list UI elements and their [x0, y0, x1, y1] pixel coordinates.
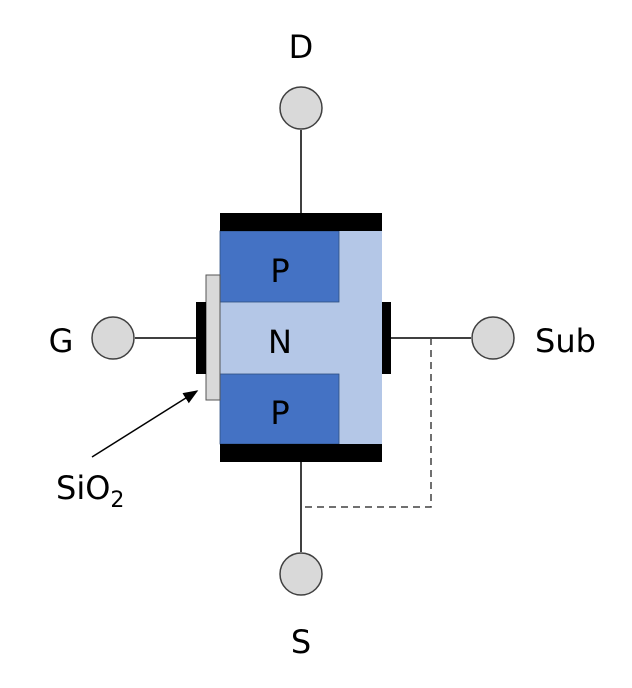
substrate-source-dashed-link [301, 338, 432, 508]
source-contact [220, 444, 382, 462]
oxide-layer [205, 274, 221, 401]
oxide-pointer-arrow [91, 390, 199, 458]
p-region-top-label: P [270, 252, 289, 290]
source-terminal [279, 552, 323, 596]
p-region-top [219, 230, 340, 303]
source-label: S [291, 623, 311, 661]
gate-terminal [91, 316, 135, 360]
p-region-bottom [219, 373, 340, 445]
gate-contact [196, 302, 206, 374]
oxide-label: SiO2 [56, 469, 124, 513]
substrate-contact [382, 302, 391, 374]
substrate-label: Sub [535, 322, 596, 360]
n-region-label: N [268, 323, 292, 361]
substrate-terminal [471, 316, 515, 360]
drain-terminal [279, 86, 323, 130]
drain-contact [220, 213, 382, 231]
drain-label: D [289, 28, 314, 66]
oxide-label-main: SiO [56, 469, 110, 507]
p-region-bottom-label: P [270, 394, 289, 432]
gate-label: G [49, 322, 74, 360]
oxide-label-subscript: 2 [110, 488, 124, 513]
